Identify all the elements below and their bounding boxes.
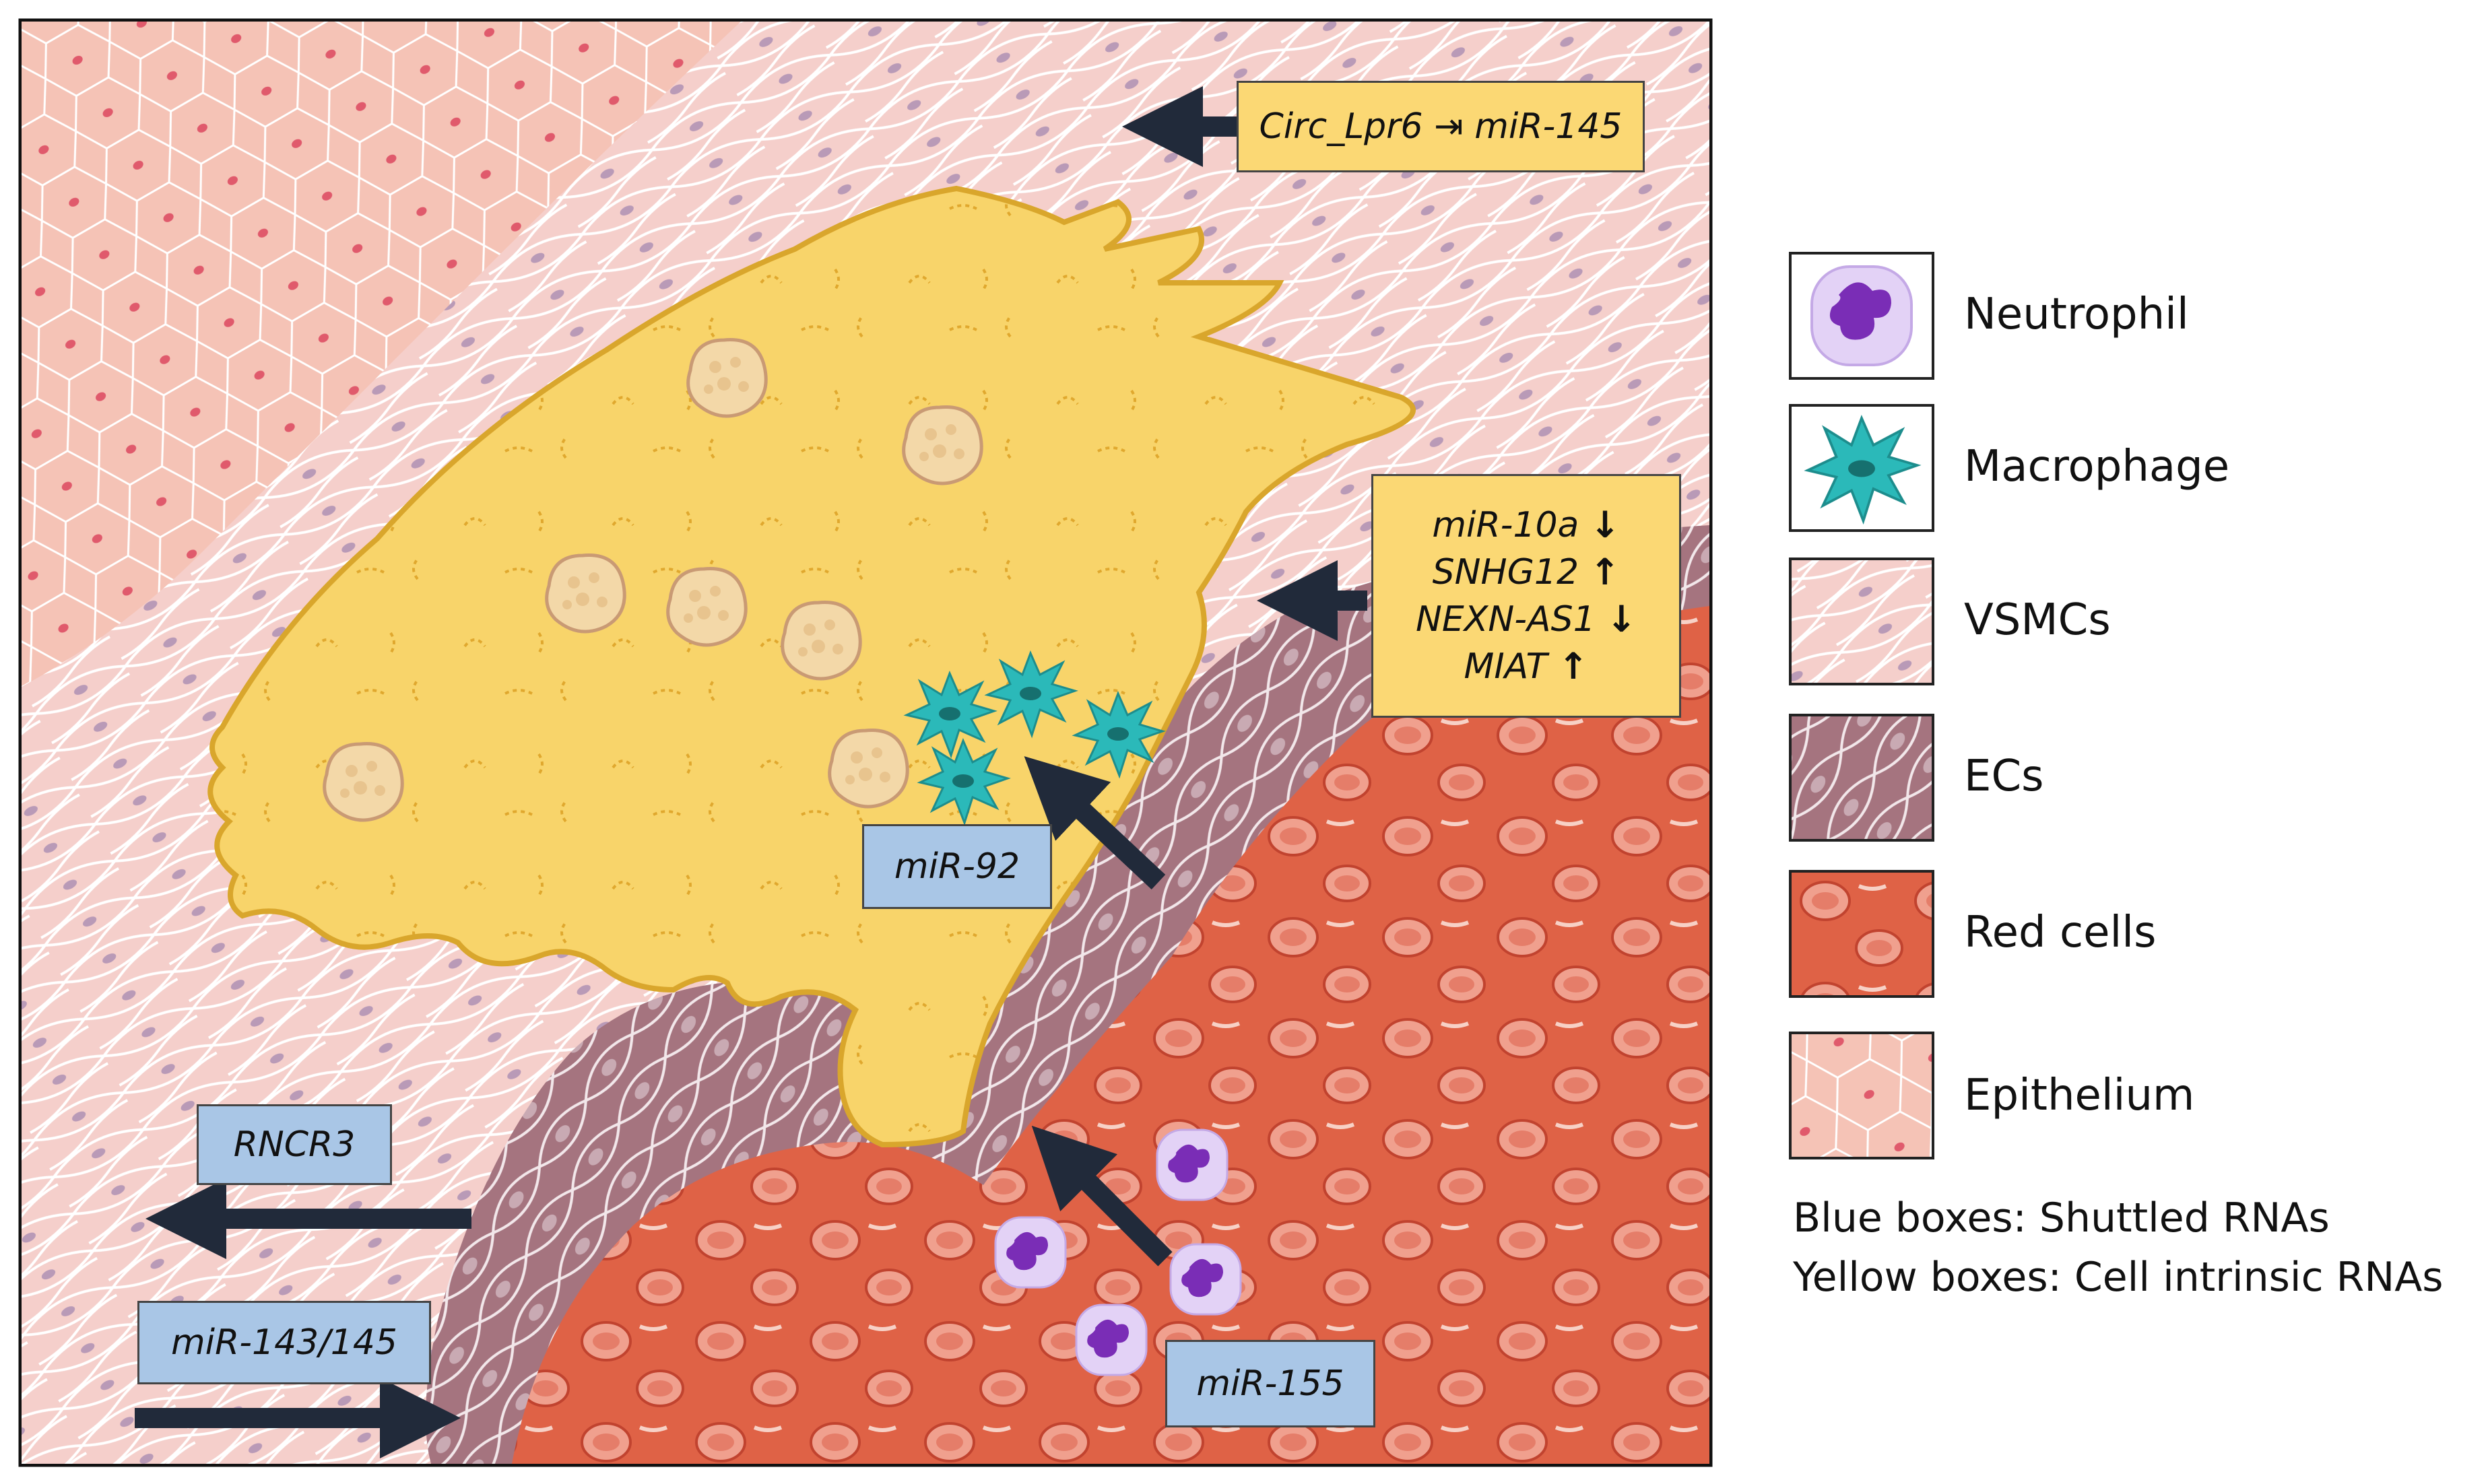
neutrophil-cell	[1171, 1244, 1241, 1314]
foam-cell	[904, 407, 982, 484]
intrinsic-row: MIAT ↑	[1464, 643, 1588, 690]
intrinsic-name: NEXN-AS1	[1416, 599, 1596, 640]
circ-lpr6-text: Circ_Lpr6 ⇥ miR-145	[1259, 106, 1623, 147]
ec-swatch	[1789, 714, 1934, 842]
arrow-mir155	[1031, 1125, 1173, 1267]
neutrophil-cell	[1076, 1305, 1146, 1375]
legend-label: ECs	[1964, 751, 2044, 801]
arrow-mir92	[1024, 756, 1166, 889]
foam-cell	[830, 731, 908, 807]
vsmc-swatch	[1789, 558, 1934, 685]
neutrophil-cell	[995, 1217, 1066, 1287]
foam-cell	[668, 569, 746, 646]
blood-lumen	[512, 606, 1709, 1464]
mir143-145-text: miR-143/145	[170, 1322, 398, 1363]
intrinsic-row: SNHG12 ↑	[1433, 549, 1621, 596]
intrinsic-row: miR-10a ↓	[1432, 502, 1620, 549]
foam-cell	[688, 340, 766, 417]
legend-label: Neutrophil	[1964, 290, 2189, 339]
intrinsic-name: MIAT	[1464, 646, 1548, 687]
neutrophil-cell	[1157, 1130, 1227, 1200]
intrinsic-rna-box: miR-10a ↓ SNHG12 ↑ NEXN-AS1 ↓ MIAT ↑	[1371, 474, 1681, 718]
epithelium-layer	[22, 22, 741, 687]
red-cell-swatch	[1789, 870, 1934, 998]
legend-label: Epithelium	[1964, 1071, 2195, 1120]
mir143-145-box: miR-143/145	[137, 1301, 431, 1384]
foam-cell	[783, 603, 861, 679]
arrow-down-icon: ↓	[1606, 598, 1637, 640]
legend-note-blue: Blue boxes: Shuttled RNAs	[1793, 1194, 2330, 1242]
rncr3-text: RNCR3	[233, 1124, 356, 1165]
intrinsic-name: SNHG12	[1432, 552, 1579, 593]
neutrophil-icon	[1789, 252, 1934, 380]
legend-label: Red cells	[1964, 908, 2157, 957]
arrow-down-icon: ↓	[1590, 504, 1621, 546]
macrophage-icon	[1789, 404, 1934, 532]
mir92-text: miR-92	[894, 846, 1020, 887]
arrow-up-icon: ↑	[1590, 551, 1621, 593]
legend-label: VSMCs	[1964, 595, 2111, 645]
epithelium-swatch	[1789, 1032, 1934, 1159]
mir155-box: miR-155	[1165, 1340, 1375, 1427]
legend-label: Macrophage	[1964, 442, 2230, 492]
circ-lpr6-box: Circ_Lpr6 ⇥ miR-145	[1237, 81, 1645, 172]
arrow-up-icon: ↑	[1558, 645, 1589, 687]
intrinsic-row: NEXN-AS1 ↓	[1416, 596, 1637, 643]
mir155-text: miR-155	[1196, 1363, 1344, 1404]
mir92-box: miR-92	[862, 824, 1052, 909]
intrinsic-name: miR-10a	[1432, 505, 1579, 545]
rncr3-box: RNCR3	[197, 1104, 392, 1185]
foam-cell	[325, 744, 403, 821]
legend-note-yellow: Yellow boxes: Cell intrinsic RNAs	[1793, 1254, 2444, 1301]
foam-cell	[547, 555, 625, 632]
